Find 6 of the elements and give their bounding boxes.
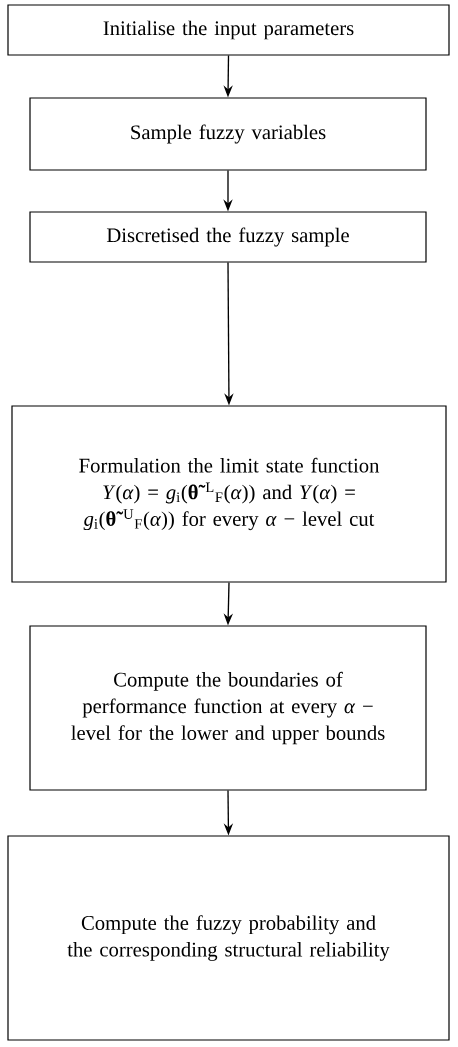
process-box: Sample fuzzy variables [29, 97, 427, 171]
process-box: Initialise the input parameters [7, 4, 450, 56]
process-box: Discretised the fuzzy sample [29, 211, 427, 263]
process-box: Formulation the limit state function Y(α) = g$_{i}$(θ̃$^{L}$$_{F}$(α)) and Y(α) = g$_{i}$(θ̃$^{U}$$_{F}$(α)) for every α − level cut [11, 405, 447, 583]
process-box: Compute the fuzzy probability and the corresponding structural reliability [7, 835, 450, 1041]
process-box: Compute the boundaries of performance function at every α − level for the lower and upper bounds [29, 625, 427, 791]
